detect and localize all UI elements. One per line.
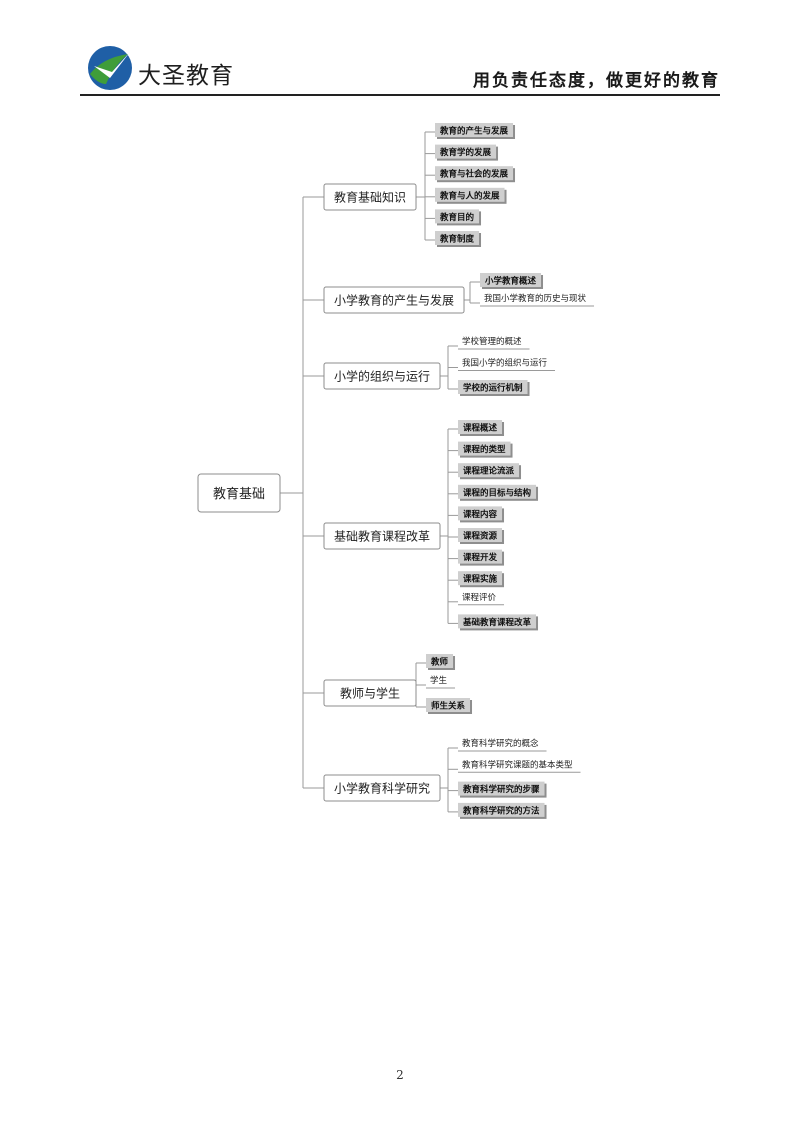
mindmap-branch-label: 基础教育课程改革 (334, 529, 430, 544)
mindmap-leaf-label: 课程的类型 (463, 444, 506, 455)
brand-name: 大圣教育 (138, 63, 234, 89)
mindmap-leaf-label: 教育科学研究的步骤 (462, 784, 540, 795)
mindmap-leaf-label: 教育科学研究的概念 (462, 738, 539, 749)
mindmap-leaf-highlighted: 基础教育课程改革 (458, 614, 539, 631)
mindmap-root-label: 教育基础 (213, 486, 265, 502)
mindmap-leaf-highlighted: 教育科学研究的方法 (458, 802, 547, 819)
mindmap-leaf-highlighted: 课程内容 (458, 506, 505, 523)
mindmap-leaf-highlighted: 课程理论流派 (458, 463, 522, 480)
mindmap-branch-label: 小学的组织与运行 (334, 369, 430, 384)
mindmap-leaf-highlighted: 教育学的发展 (435, 144, 499, 161)
mindmap-branch-label: 教育基础知识 (334, 190, 406, 205)
header-slogan: 用负责任态度，做更好的教育 (473, 71, 720, 91)
mindmap-leaf: 教育科学研究课题的基本类型 (458, 759, 581, 773)
mindmap-leaf: 课程评价 (458, 592, 505, 606)
mindmap-branch-label: 小学教育的产生与发展 (334, 293, 454, 308)
mindmap-leaf: 教育科学研究的概念 (458, 738, 547, 752)
mindmap-leaf-label: 教育科学研究课题的基本类型 (462, 759, 573, 770)
mindmap-branch-node: 教育基础知识 (323, 183, 417, 211)
mindmap-leaf-highlighted: 教育的产生与发展 (435, 123, 516, 139)
mindmap-leaf-label: 课程内容 (463, 509, 498, 520)
mindmap-leaf-label: 小学教育概述 (484, 276, 537, 287)
mindmap-leaf-label: 学校管理的概述 (462, 336, 522, 347)
mindmap-leaf-highlighted: 教育与人的发展 (435, 187, 507, 204)
mindmap-leaf-label: 教育与人的发展 (439, 190, 500, 201)
mindmap-branch-node: 小学的组织与运行 (323, 362, 441, 390)
mindmap-leaf-label: 教师 (430, 657, 449, 668)
mindmap-leaf-label: 教育的产生与发展 (439, 126, 509, 137)
brand-logo-icon (88, 46, 132, 90)
mindmap-leaf-label: 教育与社会的发展 (439, 169, 509, 180)
mindmap-branch-node: 教师与学生 (323, 679, 417, 707)
mindmap-leaf-label: 学校的运行机制 (463, 383, 523, 394)
mindmap-leaf-label: 教育制度 (439, 234, 475, 245)
mindmap-leaf-label: 我国小学的组织与运行 (462, 358, 548, 369)
page-header: 大圣教育 用负责任态度，做更好的教育 (0, 0, 800, 100)
mindmap-leaf-label: 教育目的 (439, 212, 475, 223)
mindmap-leaf-highlighted: 师生关系 (426, 698, 473, 714)
mindmap-leaf-highlighted: 小学教育概述 (480, 273, 544, 289)
mindmap-branch-node: 小学教育科学研究 (323, 774, 441, 802)
mindmap-leaf: 学校管理的概述 (458, 336, 530, 350)
mindmap-leaf-highlighted: 学校的运行机制 (458, 380, 530, 396)
mindmap-leaf-highlighted: 课程开发 (458, 549, 505, 566)
mindmap-leaf-label: 师生关系 (431, 701, 466, 712)
mindmap-leaf-highlighted: 教师 (426, 654, 456, 670)
mindmap-leaf-highlighted: 课程资源 (458, 528, 505, 544)
header-divider (80, 94, 720, 96)
mindmap-leaf: 我国小学的组织与运行 (458, 358, 556, 371)
page-number: 2 (396, 1068, 404, 1082)
mindmap-branch-label: 小学教育科学研究 (334, 781, 430, 796)
mindmap-leaf-highlighted: 教育目的 (435, 209, 482, 226)
mindmap-leaf-label: 教育科学研究的方法 (462, 805, 540, 816)
mindmap-branch-node: 基础教育课程改革 (323, 522, 441, 550)
mindmap-leaf-label: 学生 (430, 675, 448, 686)
mindmap-leaf-label: 教育学的发展 (439, 147, 492, 158)
mindmap-leaf-highlighted: 教育科学研究的步骤 (458, 781, 547, 798)
mindmap-leaf-highlighted: 教育制度 (435, 231, 482, 247)
mindmap-leaf-label: 课程概述 (463, 423, 498, 434)
mindmap-leaf-label: 课程开发 (463, 552, 498, 563)
mindmap-leaf-label: 我国小学教育的历史与现状 (484, 293, 587, 304)
mindmap-leaf-label: 课程评价 (462, 592, 497, 603)
mindmap-leaf-label: 课程资源 (463, 531, 498, 542)
mindmap-leaf-highlighted: 课程实施 (458, 571, 505, 588)
mindmap-leaf-highlighted: 教育与社会的发展 (435, 166, 516, 183)
mindmap-leaf-label: 课程实施 (463, 574, 498, 585)
mindmap-root-node: 教育基础 (197, 473, 281, 513)
mindmap-leaf-label: 课程理论流派 (463, 466, 515, 477)
mindmap-leaf-label: 基础教育课程改革 (462, 617, 532, 628)
mindmap-leaf-label: 课程的目标与结构 (463, 487, 532, 498)
mindmap-leaf-highlighted: 课程的类型 (458, 441, 513, 458)
mindmap-leaf: 我国小学教育的历史与现状 (480, 293, 595, 307)
mindmap-leaf-highlighted: 课程概述 (458, 420, 505, 436)
mindmap-leaf-highlighted: 课程的目标与结构 (458, 484, 539, 501)
mindmap-leaf: 学生 (426, 675, 456, 689)
mindmap-branch-label: 教师与学生 (340, 686, 400, 701)
mindmap-branch-node: 小学教育的产生与发展 (323, 286, 465, 314)
